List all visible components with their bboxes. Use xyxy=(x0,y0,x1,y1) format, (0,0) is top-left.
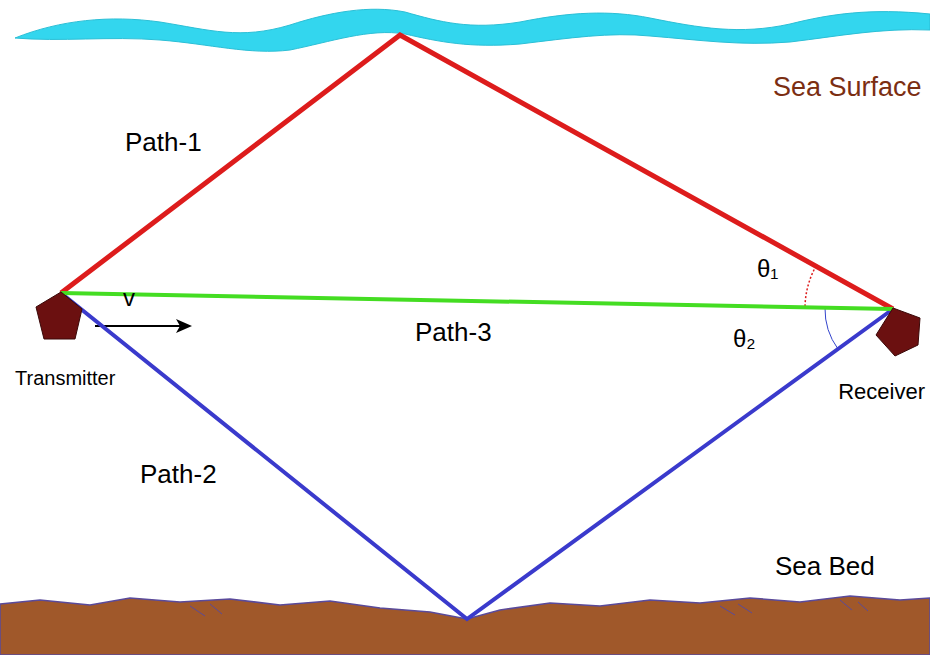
seabed-path xyxy=(61,293,893,619)
sea-bed xyxy=(0,596,930,655)
path-label: Path-2 xyxy=(140,460,217,490)
direct-path xyxy=(61,293,893,309)
velocity-label: v xyxy=(123,284,135,312)
sea-surface-wave xyxy=(15,9,930,51)
pentagon-shape xyxy=(36,292,82,339)
sea-bed-texture xyxy=(190,600,868,616)
region-label: Sea Bed xyxy=(775,552,875,582)
device-node: Transmitter xyxy=(35,291,83,341)
pentagon-shape xyxy=(876,308,920,356)
surface-path xyxy=(61,35,893,309)
theta-2-arc xyxy=(825,308,838,349)
device-label: Transmitter xyxy=(15,367,115,390)
velocity-arrow-shaft xyxy=(95,325,180,327)
device-symbol xyxy=(874,306,922,358)
device-label: Receiver xyxy=(838,379,925,404)
path-label: Path-3 xyxy=(415,318,492,348)
angle-label: θ₂ xyxy=(733,325,756,353)
velocity-arrow-head xyxy=(176,319,192,333)
device-symbol xyxy=(35,291,83,341)
angle-label: θ₁ xyxy=(757,255,778,283)
theta-1-arc xyxy=(805,266,816,307)
region-label: Sea Surface xyxy=(773,72,922,103)
path-label: Path-1 xyxy=(125,128,202,158)
device-node: Receiver xyxy=(874,306,922,358)
